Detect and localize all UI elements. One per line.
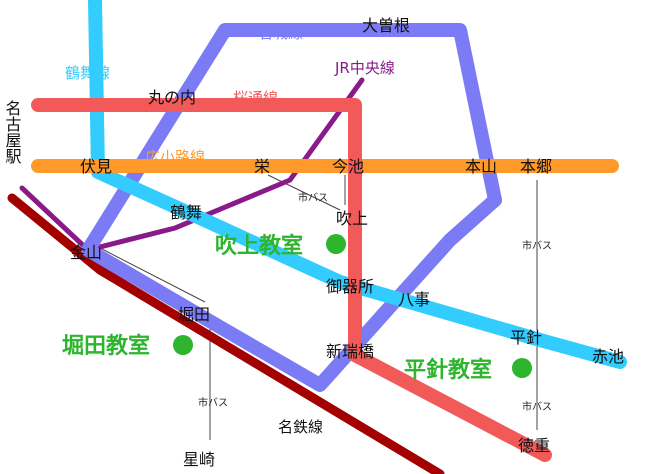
sakuradori-line-label: 桜通線 bbox=[233, 89, 278, 107]
station-hirabari: 平針 bbox=[510, 328, 542, 347]
station-gokisho: 御器所 bbox=[326, 277, 374, 296]
station-horita: 堀田 bbox=[178, 305, 210, 324]
station-fukiage: 吹上 bbox=[336, 209, 368, 228]
line-labels: 名城線 鶴舞線 桜通線 広小路線 JR中央線 名鉄線 bbox=[65, 24, 395, 436]
station-marunouchi: 丸の内 bbox=[148, 88, 196, 107]
tsurumai-line bbox=[88, 0, 627, 369]
station-hoshizaki: 星崎 bbox=[183, 450, 215, 469]
bus-label-hoshizaki: 市バス bbox=[198, 396, 228, 409]
station-motoyama: 本山 bbox=[465, 157, 497, 176]
station-imaike: 今池 bbox=[332, 157, 364, 176]
bus-label-hongo: 市バス bbox=[522, 239, 552, 252]
school-label-hirabari: 平針教室 bbox=[404, 357, 492, 383]
station-labels: 大曽根 丸の内 名古屋駅 伏見 栄 今池 本山 本郷 吹上 鶴舞 金山 御器所 … bbox=[3, 16, 625, 469]
bus-line-sakae-fukiage bbox=[267, 174, 341, 211]
station-ozone: 大曽根 bbox=[362, 16, 410, 35]
tsurumai-line-label: 鶴舞線 bbox=[65, 64, 110, 82]
bus-labels: 市バス 市バス 市バス 市バス bbox=[198, 191, 552, 413]
jr-chuo-line bbox=[19, 77, 365, 253]
bus-line-kanayama-horita bbox=[99, 247, 206, 303]
school-label-horita: 堀田教室 bbox=[62, 333, 150, 359]
sakuradori-line bbox=[31, 98, 552, 462]
bus-connectors bbox=[99, 174, 538, 440]
school-dot-horita bbox=[173, 335, 193, 355]
station-shinmizuhashi: 新瑞橋 bbox=[326, 342, 374, 361]
station-akaike: 赤池 bbox=[592, 347, 624, 366]
meitetsu-line-label: 名鉄線 bbox=[278, 418, 323, 436]
station-sakae: 栄 bbox=[254, 157, 270, 176]
meitetsu-line bbox=[7, 193, 445, 474]
station-yagoto: 八事 bbox=[398, 290, 430, 309]
station-fushimi: 伏見 bbox=[80, 157, 112, 176]
station-nagoya: 名古屋駅 bbox=[3, 100, 22, 164]
school-dot-fukiage bbox=[326, 234, 346, 254]
station-hongo: 本郷 bbox=[520, 157, 552, 176]
station-kanayama: 金山 bbox=[70, 243, 102, 262]
station-tokushige: 徳重 bbox=[518, 436, 550, 455]
bus-label-tokushige: 市バス bbox=[522, 400, 552, 413]
school-markers: 吹上教室 堀田教室 平針教室 bbox=[62, 233, 532, 383]
school-label-fukiage: 吹上教室 bbox=[215, 233, 303, 259]
school-dot-hirabari bbox=[512, 358, 532, 378]
jr-chuo-line-label: JR中央線 bbox=[334, 59, 395, 77]
higashiyama-line-label: 広小路線 bbox=[145, 148, 205, 166]
station-tsurumai: 鶴舞 bbox=[170, 203, 202, 222]
meijo-line bbox=[81, 23, 502, 392]
meijo-line-label: 名城線 bbox=[258, 24, 303, 42]
bus-label-fukiage: 市バス bbox=[298, 191, 328, 204]
